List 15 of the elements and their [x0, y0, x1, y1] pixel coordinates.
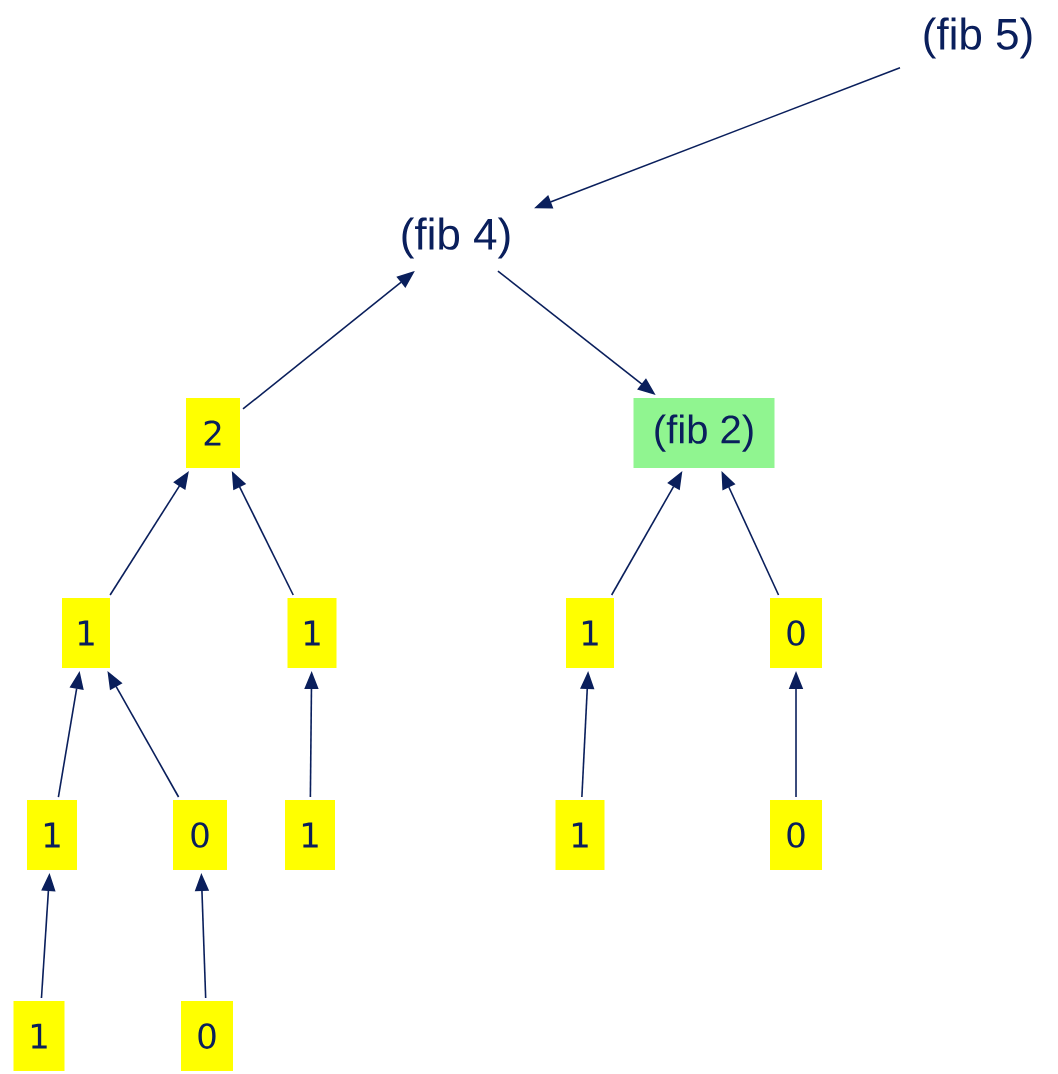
call-text: (fib 5): [924, 17, 1032, 59]
value-box: 0: [173, 800, 227, 870]
value-box: 1: [62, 598, 110, 668]
value-box: 0: [181, 1001, 233, 1071]
value-box: 1: [27, 800, 77, 870]
value-box: 0: [770, 598, 822, 668]
value-box: 1: [566, 598, 614, 668]
value-box: 1: [285, 800, 335, 870]
value-box: 0: [770, 800, 822, 870]
value-box: 1: [287, 598, 337, 668]
value-box: 1: [555, 800, 605, 870]
call-text: (fib 4): [402, 217, 510, 259]
value-box: 2: [186, 398, 240, 468]
call-box: (fib 2): [633, 398, 775, 468]
value-box: 1: [13, 1001, 65, 1071]
